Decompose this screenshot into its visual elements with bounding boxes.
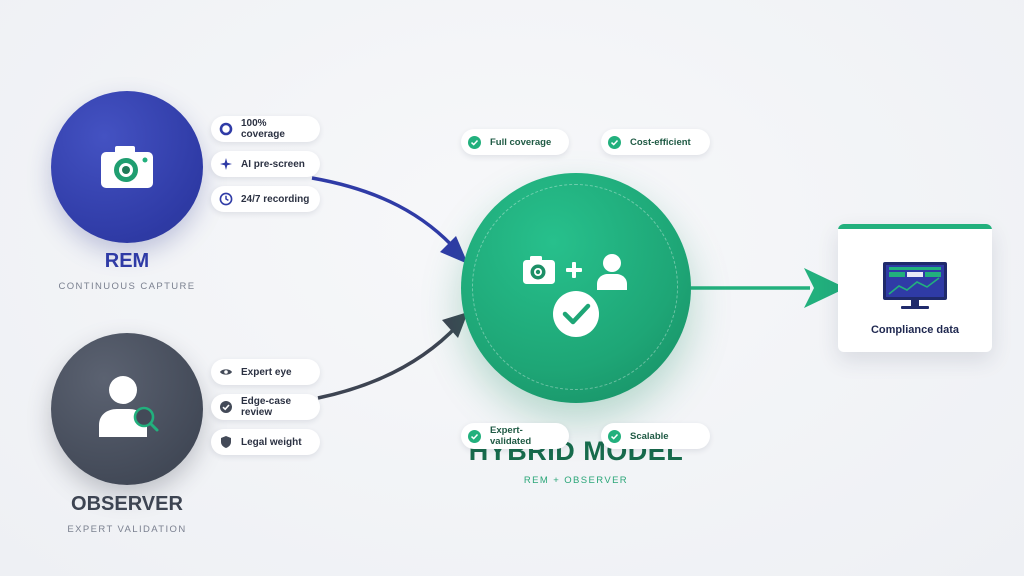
hybrid-benefit-cost-efficient: Cost-efficient	[601, 129, 710, 155]
rem-feature-recording: 24/7 recording	[211, 186, 320, 212]
rem-subtitle: CONTINUOUS CAPTURE	[58, 281, 196, 292]
rem-arrowhead	[440, 236, 468, 264]
check-circle-icon	[219, 400, 233, 414]
person-search-icon	[99, 376, 159, 437]
hybrid-subtitle: REM + OBSERVER	[523, 475, 629, 486]
shield-icon	[219, 435, 233, 449]
compliance-data-label: Compliance data	[870, 324, 960, 336]
rem-to-hybrid-arrow	[311, 176, 460, 254]
eye-icon	[219, 365, 233, 379]
observer-subtitle: EXPERT VALIDATION	[67, 524, 187, 535]
check-icon	[608, 429, 621, 443]
observer-feature-label: Expert eye	[241, 366, 292, 378]
rem-title: REM	[104, 250, 150, 272]
observer-feature-legal: Legal weight	[211, 429, 320, 455]
person-icon	[597, 254, 627, 290]
observer-title: OBSERVER	[71, 493, 183, 515]
benefit-label: Expert-validated	[490, 425, 532, 447]
hybrid-benefit-scalable: Scalable	[601, 423, 710, 449]
camera-icon	[523, 256, 555, 284]
rem-feature-label: 100% coverage	[241, 118, 285, 140]
check-icon	[468, 135, 481, 149]
hybrid-icons	[523, 254, 627, 337]
monitor-dashboard-icon	[883, 262, 947, 309]
observer-arrowhead	[442, 312, 468, 338]
check-badge-icon	[553, 291, 599, 337]
hybrid-dashed-ring	[472, 184, 678, 390]
benefit-label: Scalable	[630, 430, 669, 442]
rem-node	[51, 91, 203, 243]
card-accent-bar	[838, 224, 992, 229]
rem-feature-label: 24/7 recording	[241, 193, 310, 205]
sparkle-icon	[219, 157, 233, 171]
rem-feature-coverage: 100% coverage	[211, 116, 320, 142]
check-icon	[608, 135, 621, 149]
observer-feature-edge-case: Edge-case review	[211, 394, 320, 420]
observer-feature-label: Legal weight	[241, 436, 302, 448]
observer-node	[51, 333, 203, 485]
observer-feature-expert-eye: Expert eye	[211, 359, 320, 385]
rem-feature-ai-prescreen: AI pre-screen	[211, 151, 320, 177]
camera-icon	[101, 146, 153, 188]
benefit-label: Cost-efficient	[630, 136, 691, 148]
rem-feature-label: AI pre-screen	[241, 158, 305, 170]
ring-icon	[219, 122, 233, 136]
hybrid-benefit-expert-validated: Expert-validated	[461, 423, 569, 449]
output-arrowhead	[804, 268, 846, 308]
benefit-label: Full coverage	[490, 136, 552, 148]
check-icon	[468, 429, 481, 443]
observer-to-hybrid-arrow	[317, 323, 460, 400]
observer-feature-label: Edge-case review	[241, 396, 292, 418]
clock-icon	[219, 192, 233, 206]
compliance-data-card: Compliance data	[838, 224, 992, 352]
plus-icon	[566, 262, 582, 278]
hybrid-benefit-full-coverage: Full coverage	[461, 129, 569, 155]
